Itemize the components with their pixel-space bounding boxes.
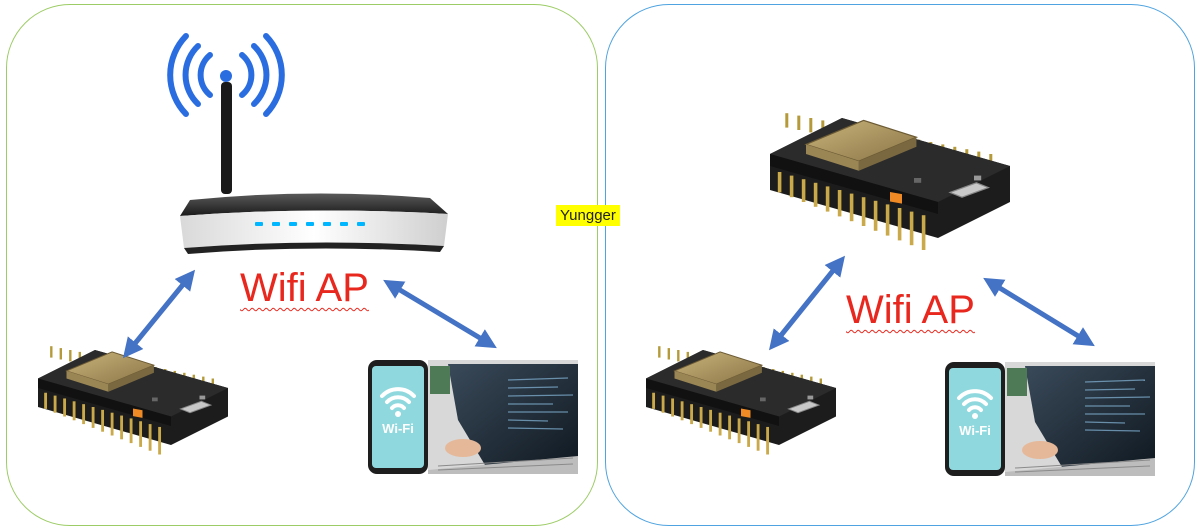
- author-tag: Yungger: [556, 205, 620, 226]
- double-arrow-icon: [983, 277, 1095, 347]
- esp32-board-icon: [36, 344, 230, 456]
- phone-wifi-label: Wi-Fi: [382, 421, 414, 436]
- double-arrow-icon: [383, 279, 497, 349]
- esp32-board-icon: [768, 111, 1012, 252]
- phone-laptop-icon: [366, 358, 580, 476]
- esp32-board-icon: [644, 344, 838, 456]
- phone-wifi-label: Wi-Fi: [959, 423, 991, 438]
- wifi-signal-icon: [167, 33, 285, 117]
- double-arrow-icon: [122, 269, 196, 359]
- double-arrow-icon: [768, 255, 846, 351]
- left-wifi-ap-label: Wifi AP: [240, 266, 369, 310]
- phone-laptop-icon: [943, 360, 1157, 478]
- router-icon: [180, 82, 448, 254]
- right-wifi-ap-label: Wifi AP: [846, 288, 975, 332]
